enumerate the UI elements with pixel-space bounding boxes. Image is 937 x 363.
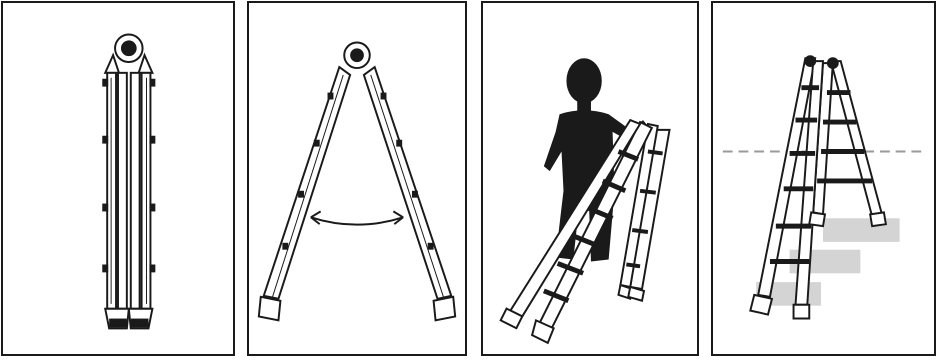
- folded-ladder-icon: [3, 3, 233, 354]
- ladder-on-stairs-icon: [713, 3, 934, 354]
- unfolding-ladder-icon: [249, 3, 465, 354]
- panel-person-carrying-ladder: [481, 1, 699, 356]
- panel-ladder-on-stairs: [711, 1, 936, 356]
- person-carrying-ladder-icon: [483, 3, 697, 354]
- panel-folded-ladder: [1, 1, 235, 356]
- panel-unfolding-ladder: [247, 1, 467, 356]
